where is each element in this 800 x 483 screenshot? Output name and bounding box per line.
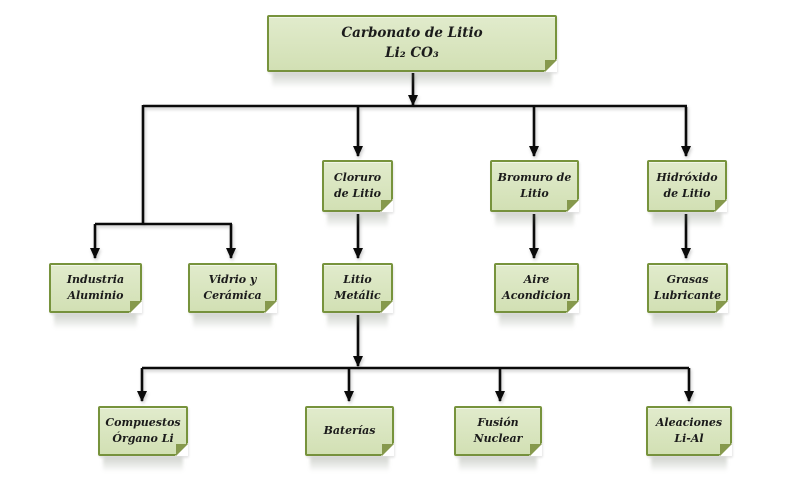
node-compuestos-organo-li: Compuestos Órgano Li xyxy=(98,406,188,472)
node-label: Industria xyxy=(66,273,125,287)
node-baterias: Baterías xyxy=(305,406,394,472)
node-formula: Li₂ CO₃ xyxy=(385,44,439,61)
node-label-line2: de Litio xyxy=(663,187,711,200)
node-vidrio-y-ceramica: Vidrio y Cerámica xyxy=(188,263,277,329)
node-label: Bromuro de xyxy=(497,171,572,185)
node-label: Grasas xyxy=(666,273,709,287)
node-label: Aleaciones xyxy=(655,416,723,430)
node-label-line2: Litio xyxy=(520,187,549,200)
node-label: Vidrio y xyxy=(208,273,257,287)
node-label-line2: Lubricante xyxy=(653,289,722,302)
node-aire-acondicion: Aire Acondicion xyxy=(494,263,579,329)
node-industria-aluminio: Industria Aluminio xyxy=(49,263,142,329)
node-label-line2: Cerámica xyxy=(203,289,262,302)
node-fusion-nuclear: Fusión Nuclear xyxy=(454,406,542,472)
node-label: Aire xyxy=(523,273,550,287)
node-label-line2: Li-Al xyxy=(674,432,704,445)
node-aleaciones-li-al: Aleaciones Li-Al xyxy=(646,406,732,472)
node-label: Litio xyxy=(343,273,372,287)
node-carbonato-de-litio: Carbonato de Litio Li₂ CO₃ xyxy=(267,15,557,88)
node-label-line2: Nuclear xyxy=(473,432,523,445)
node-label: Hidróxido xyxy=(656,171,718,185)
node-label: Carbonato de Litio xyxy=(341,24,483,41)
node-label-line2: de Litio xyxy=(333,187,382,200)
node-label: Fusión xyxy=(477,416,519,430)
node-cloruro-de-litio: Cloruro de Litio xyxy=(322,160,393,228)
node-bromuro-de-litio: Bromuro de Litio xyxy=(490,160,579,228)
node-label: Compuestos xyxy=(105,416,181,430)
node-label-line2: Acondicion xyxy=(502,289,571,302)
node-label: Cloruro xyxy=(333,171,382,185)
node-label-line2: Aluminio xyxy=(67,289,124,302)
node-hidroxido-de-litio: Hidróxido de Litio xyxy=(647,160,727,228)
node-label-line2: Metálic xyxy=(334,289,381,302)
node-label: Baterías xyxy=(323,424,376,438)
node-label-line2: Órgano Li xyxy=(112,432,174,445)
node-grasas-lubricante: Grasas Lubricante xyxy=(647,263,728,329)
node-litio-metalic: Litio Metálic xyxy=(322,263,393,329)
